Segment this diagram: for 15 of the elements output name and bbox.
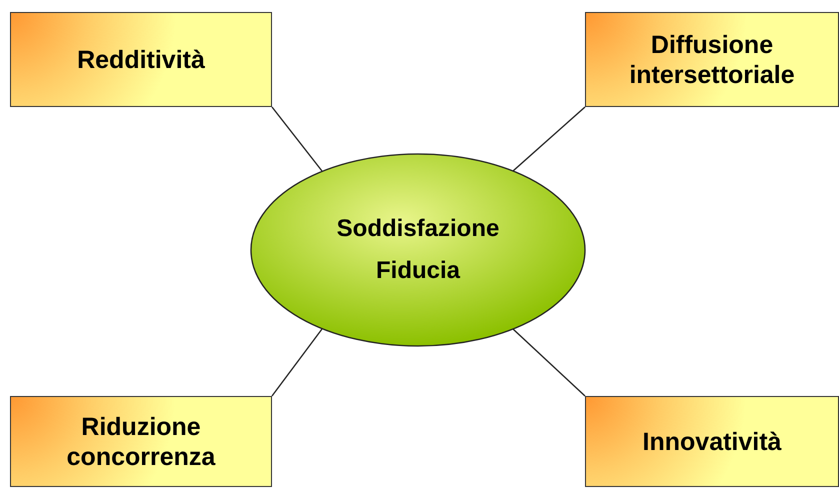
node-label: Soddisfazione — [336, 214, 500, 244]
node-label: Redditività — [77, 44, 205, 74]
connector-line — [271, 328, 323, 396]
topic-box — [10, 396, 272, 487]
connector-line — [512, 328, 586, 396]
topic-box — [585, 12, 839, 107]
central-ellipse — [250, 153, 586, 347]
node-label: Fiducia — [376, 256, 460, 286]
connector-line — [271, 106, 323, 172]
connector-line — [512, 106, 586, 172]
node-label: Innovatività — [642, 426, 782, 456]
topic-box — [585, 396, 839, 487]
node-label: Riduzione concorrenza — [66, 412, 216, 472]
node-label: Diffusione intersettoriale — [628, 30, 796, 90]
topic-box — [10, 12, 272, 107]
